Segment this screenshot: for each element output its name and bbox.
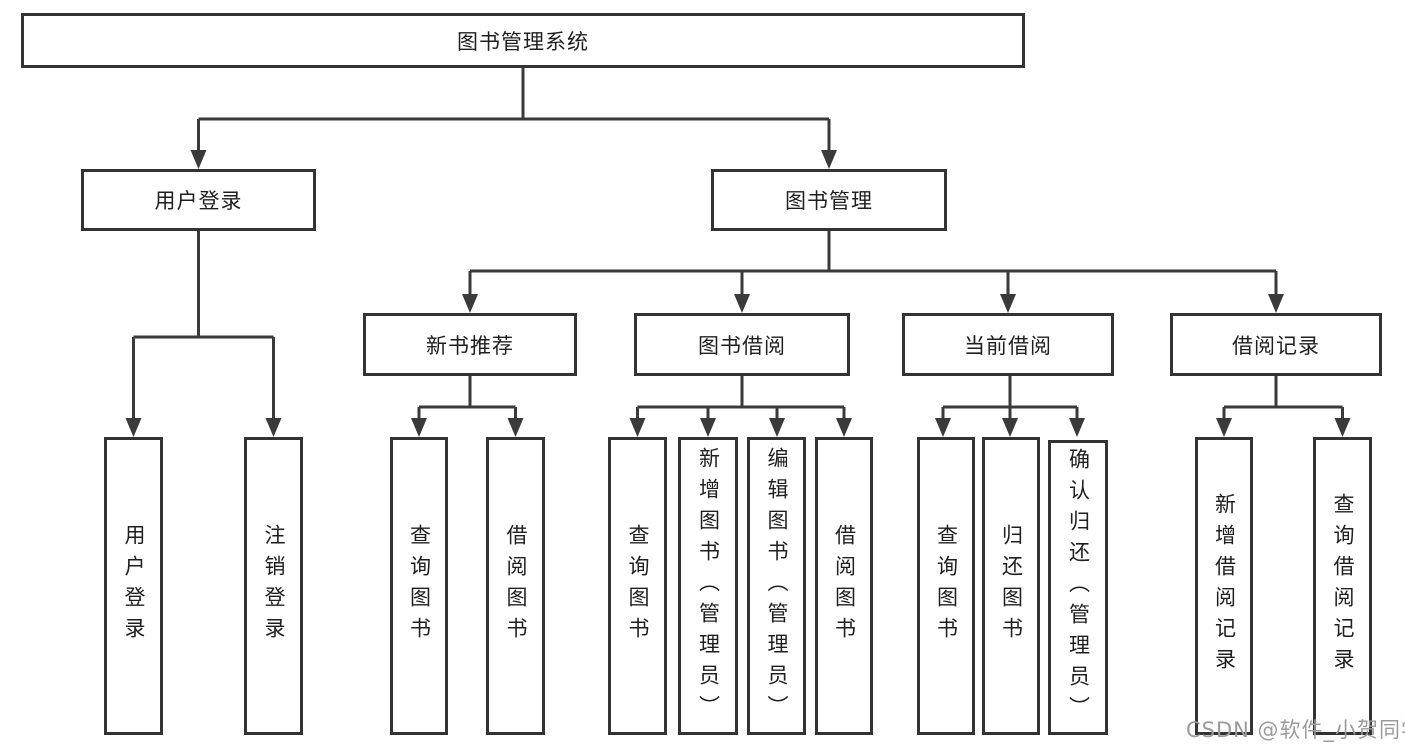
node-user-login: 用户登录 xyxy=(81,169,316,231)
arrowhead-icon xyxy=(125,418,142,437)
node-leaf-logout: 注销登录 xyxy=(244,437,303,735)
node-leaf-borrow-books-borrow: 借阅图书 xyxy=(815,437,873,735)
arrowhead-icon xyxy=(190,150,207,169)
node-leaf-return-books: 归还图书 xyxy=(982,437,1040,735)
arrowhead-icon xyxy=(769,418,785,437)
arrowhead-icon xyxy=(462,294,478,313)
connector-book-management-to-level3 xyxy=(462,231,1284,313)
connector-root-to-level2 xyxy=(190,68,837,169)
arrowhead-icon xyxy=(1334,418,1351,437)
arrowhead-icon xyxy=(1002,418,1018,437)
csdn-watermark: CSDN @软件_小贺同学 xyxy=(1186,718,1405,742)
connector-new-book-to-leaves xyxy=(411,376,524,437)
node-leaf-add-book-admin: 新增图书（管理员） xyxy=(678,437,738,735)
node-leaf-query-books-borrow: 查询图书 xyxy=(608,437,667,735)
connector-borrowing-records-to-leaves xyxy=(1216,376,1351,437)
node-leaf-confirm-return-admin: 确认归还（管理员） xyxy=(1048,440,1108,735)
node-leaf-borrow-books-recommend: 借阅图书 xyxy=(486,437,545,735)
node-leaf-query-books-recommend: 查询图书 xyxy=(390,437,448,735)
node-new-book-recommend: 新书推荐 xyxy=(363,313,577,376)
node-leaf-query-books-current: 查询图书 xyxy=(917,437,975,735)
arrowhead-icon xyxy=(1216,418,1232,437)
connector-current-borrowing-to-leaves xyxy=(935,376,1085,437)
arrowhead-icon xyxy=(265,418,282,437)
node-current-borrowing: 当前借阅 xyxy=(902,313,1114,376)
node-book-management: 图书管理 xyxy=(711,169,947,231)
arrowhead-icon xyxy=(1268,294,1284,313)
arrowhead-icon xyxy=(836,418,852,437)
node-leaf-query-borrow-record: 查询借阅记录 xyxy=(1313,437,1372,735)
arrowhead-icon xyxy=(411,418,427,437)
node-leaf-user-login: 用户登录 xyxy=(104,437,163,735)
arrowhead-icon xyxy=(700,418,716,437)
arrowhead-icon xyxy=(1069,418,1085,437)
connector-user-login-to-leaves xyxy=(125,231,282,437)
arrowhead-icon xyxy=(935,418,951,437)
node-borrowing-records: 借阅记录 xyxy=(1170,313,1382,376)
arrowhead-icon xyxy=(821,150,837,169)
arrowhead-icon xyxy=(629,418,646,437)
node-leaf-add-borrow-record: 新增借阅记录 xyxy=(1195,437,1253,735)
node-library-management-system: 图书管理系统 xyxy=(21,13,1025,68)
connector-book-borrowing-to-leaves xyxy=(629,376,852,437)
node-leaf-edit-book-admin: 编辑图书（管理员） xyxy=(747,437,806,735)
arrowhead-icon xyxy=(507,418,524,437)
arrowhead-icon xyxy=(1000,294,1016,313)
node-book-borrowing: 图书借阅 xyxy=(634,313,850,376)
arrowhead-icon xyxy=(734,294,750,313)
